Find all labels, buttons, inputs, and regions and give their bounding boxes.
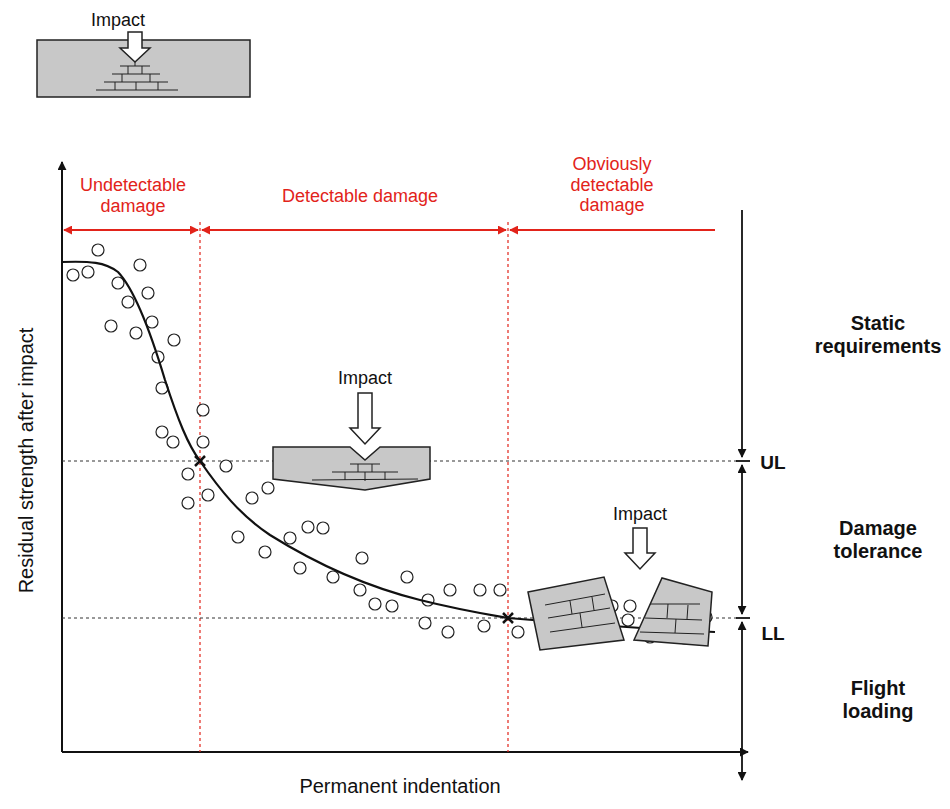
damage-cracks — [545, 594, 704, 634]
test-point — [624, 600, 636, 612]
test-point — [232, 531, 244, 543]
test-point — [167, 436, 179, 448]
zone-label: Undetectable damage — [71, 175, 196, 216]
test-point — [262, 482, 274, 494]
test-point — [92, 244, 104, 256]
test-point — [401, 571, 413, 583]
test-point — [142, 287, 154, 299]
test-point — [156, 426, 168, 438]
impact-label: Impact — [73, 10, 163, 31]
test-point — [354, 584, 366, 596]
test-point — [494, 584, 506, 596]
threshold-mark — [503, 613, 513, 623]
test-point — [419, 617, 431, 629]
level-label: LL — [753, 623, 793, 645]
zone-divider — [199, 222, 200, 752]
test-point — [356, 552, 368, 564]
zone-arrow — [64, 229, 198, 231]
impact-arrow — [625, 528, 655, 569]
laminate-plate — [273, 447, 430, 490]
test-point — [197, 436, 209, 448]
test-point — [82, 266, 94, 278]
zone-label: Detectable damage — [250, 186, 470, 207]
test-point — [327, 571, 339, 583]
test-point — [168, 334, 180, 346]
x-axis — [62, 751, 748, 753]
damage-cracks — [96, 58, 178, 90]
dented-specimen — [273, 393, 430, 490]
requirement-label: Damage tolerance — [818, 517, 938, 563]
impact-arrow — [120, 32, 150, 62]
axis-title: Residual strength after impact — [15, 250, 38, 670]
level-tick — [736, 460, 750, 462]
damage-cracks — [312, 464, 418, 481]
level-tick — [736, 617, 750, 619]
test-point — [134, 259, 146, 271]
test-point — [67, 269, 79, 281]
impact-label: Impact — [320, 368, 410, 389]
requirement-arrow — [741, 210, 743, 457]
test-point — [284, 532, 296, 544]
axis-title: Permanent indentation — [240, 775, 560, 798]
test-point — [442, 626, 454, 638]
threshold-mark — [195, 456, 205, 466]
test-point — [369, 598, 381, 610]
requirement-arrow — [741, 465, 743, 614]
zone-arrow — [202, 229, 506, 231]
requirement-label: Static requirements — [808, 312, 948, 358]
test-point — [386, 600, 398, 612]
test-point — [474, 584, 486, 596]
level-label: UL — [753, 452, 793, 474]
test-point — [122, 296, 134, 308]
test-point — [317, 522, 329, 534]
test-point — [512, 626, 524, 638]
impact-arrow — [350, 393, 380, 444]
test-point — [302, 521, 314, 533]
zone-label: Obviously detectable damage — [555, 154, 670, 216]
intact-specimen — [37, 32, 250, 97]
zone-arrow — [510, 229, 715, 231]
ll-level — [62, 618, 740, 619]
trend-curve — [62, 262, 715, 632]
test-point — [444, 584, 456, 596]
zone-divider — [507, 222, 508, 752]
requirement-label: Flight loading — [833, 677, 923, 723]
test-point — [182, 468, 194, 480]
y-axis — [61, 162, 63, 752]
test-point — [182, 497, 194, 509]
test-points — [67, 244, 712, 644]
test-point — [202, 489, 214, 501]
test-point — [197, 404, 209, 416]
test-point — [220, 460, 232, 472]
test-point — [130, 327, 142, 339]
test-point — [246, 492, 258, 504]
test-point — [259, 546, 271, 558]
test-point — [105, 320, 117, 332]
perforated-specimen — [528, 528, 712, 650]
test-point — [478, 620, 490, 632]
test-point — [622, 614, 634, 626]
broken-piece — [528, 577, 624, 650]
broken-piece — [634, 578, 712, 646]
requirement-arrow — [741, 622, 743, 780]
impact-label: Impact — [595, 504, 685, 525]
test-point — [294, 562, 306, 574]
